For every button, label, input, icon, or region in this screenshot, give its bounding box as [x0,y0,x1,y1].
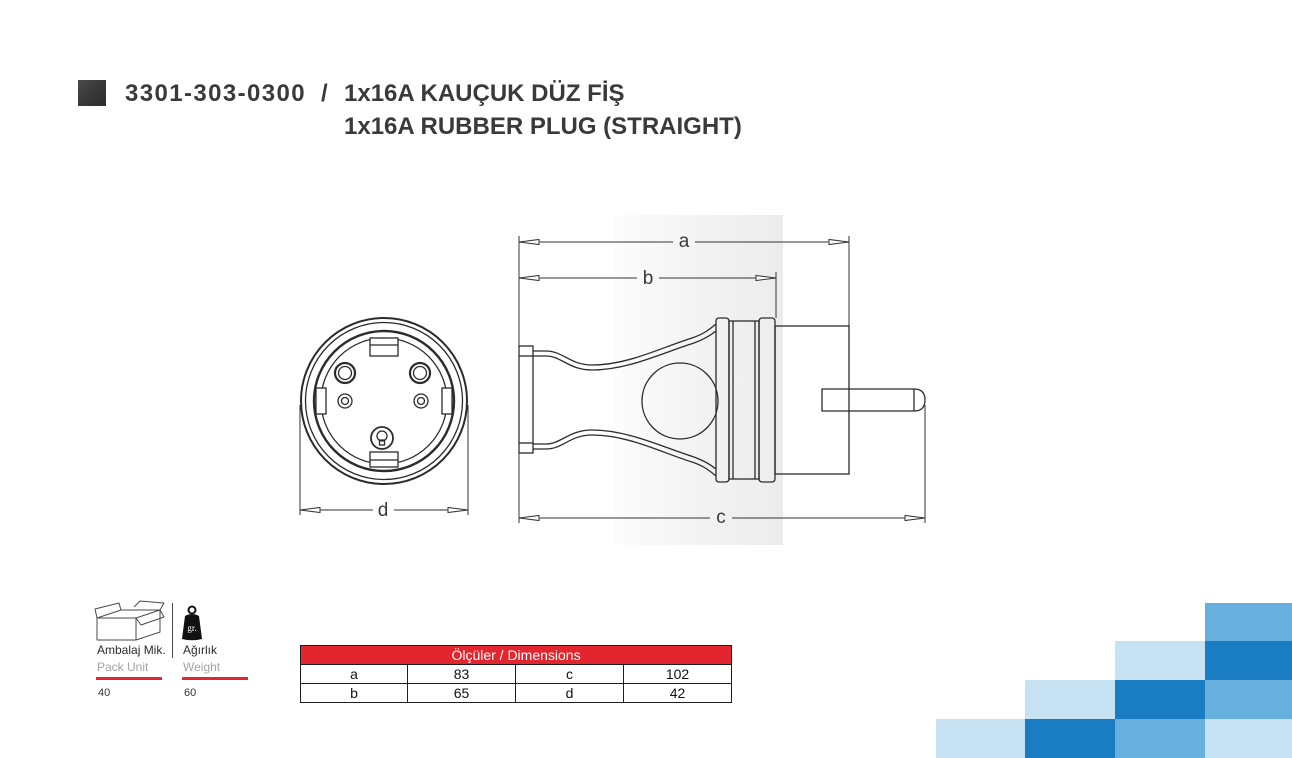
plug-front-view [300,317,468,485]
contact-left [337,393,353,409]
table-header-row: Ölçüler / Dimensions [299,645,733,665]
weight-label-en: Weight [183,660,221,674]
front-rim-inner-edge [304,321,464,481]
arrowhead [828,238,850,246]
weight-icon-unit: gr. [187,623,196,633]
side-notch-left [315,387,327,415]
pin-hole-bottom [370,426,394,450]
dimension-label-c: c [716,507,726,528]
decor-tile [1205,641,1292,680]
box-icon [94,600,165,641]
dimension-a [518,236,850,326]
front-outer-rim [300,317,468,485]
decor-tile [936,719,1025,758]
arrowhead [518,238,540,246]
decor-tile [1115,641,1205,680]
plug-side-view [518,317,926,483]
decor-tile [1205,680,1292,719]
pack-unit-label-en: Pack Unit [97,660,149,674]
side-notch-right [441,387,453,415]
arrowhead [447,506,469,514]
arrowhead [518,274,540,282]
dimension-key: c [515,664,624,684]
dimension-b [518,272,777,318]
arrowhead [904,514,926,522]
dimension-key: b [300,683,408,703]
dimension-d [299,405,469,515]
pack-unit-label-tr: Ambalaj Mik. [97,643,166,657]
dimension-value: 42 [622,683,733,703]
dimension-lines-side [518,236,926,523]
dimension-value: 83 [407,664,516,684]
technical-drawing: d [299,231,926,528]
table-row: a 83 c 102 [300,664,733,684]
rear-flange [518,345,534,454]
decor-tile [1025,680,1115,719]
pin-hole-top-right [408,361,432,385]
decor-tile [1115,680,1205,719]
arrowhead [755,274,777,282]
decor-tile [1025,719,1115,758]
earth-clip-top [369,337,399,357]
dimension-key: a [300,664,408,684]
title-separator: / [321,80,328,107]
pin-hole-top-left [333,361,357,385]
product-name-english: 1x16A RUBBER PLUG (STRAIGHT) [344,113,742,140]
dimension-label-b: b [643,268,654,289]
dimension-label-d: d [378,500,389,521]
product-name-turkish: 1x16A KAUÇUK DÜZ FİŞ [344,80,625,107]
grip-recess-circle [641,362,719,440]
info-divider [172,603,173,658]
pack-unit-underline [96,677,162,680]
decor-tile [1205,719,1292,758]
dimension-c [518,405,926,523]
weight-underline [182,677,248,680]
dimensions-table: Ölçüler / Dimensions a 83 c 102 b 65 d 4… [299,645,733,703]
weight-value: 60 [184,687,197,699]
dimension-value: 102 [622,664,733,684]
table-row: b 65 d 42 [300,683,733,703]
dimension-label-a: a [679,231,690,252]
weight-label-tr: Ağırlık [183,643,218,657]
arrowhead [518,514,540,522]
collar [715,317,776,483]
earth-pin [821,388,926,412]
title-marker-square [78,80,106,106]
decor-tile [1115,719,1205,758]
weight-icon: gr. [182,605,202,641]
arrowhead [299,506,321,514]
decor-tile [1205,603,1292,641]
grip-body [533,323,717,477]
earth-clip-bottom [369,451,399,468]
product-code: 3301-303-0300 [125,80,307,107]
dimension-key: d [515,683,624,703]
front-socket-rim [312,329,456,473]
front-housing [774,325,850,475]
dimensions-table-header: Ölçüler / Dimensions [299,645,733,665]
contact-right [413,393,429,409]
dimension-value: 65 [407,683,516,703]
pack-unit-value: 40 [98,687,111,699]
